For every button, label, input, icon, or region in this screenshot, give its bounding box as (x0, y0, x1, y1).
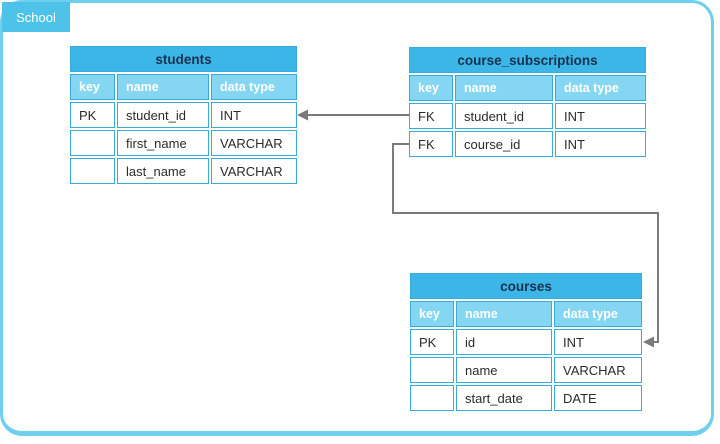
cell-name: first_name (117, 130, 209, 156)
cell-key (410, 385, 454, 411)
cell-datatype: INT (554, 329, 642, 355)
relation-line-subscriptions-courses (392, 143, 659, 343)
table-grid: key name data type PK id INT name VARCHA… (410, 301, 642, 411)
cell-key (70, 130, 115, 156)
cell-key: PK (410, 329, 454, 355)
table-title: course_subscriptions (409, 47, 646, 73)
table-title: courses (410, 273, 642, 299)
cell-name: start_date (456, 385, 552, 411)
cell-key (70, 158, 115, 184)
cell-key: FK (409, 131, 453, 157)
cell-name: student_id (455, 103, 553, 129)
database-name-label: School (16, 9, 56, 25)
column-header-key: key (410, 301, 454, 327)
cell-name: last_name (117, 158, 209, 184)
cell-name: name (456, 357, 552, 383)
column-header-name: name (117, 74, 209, 100)
cell-key: FK (409, 103, 453, 129)
cell-key: PK (70, 102, 115, 128)
cell-datatype: VARCHAR (211, 158, 297, 184)
database-name-tab[interactable]: School (2, 2, 70, 32)
table-courses[interactable]: courses key name data type PK id INT nam… (410, 273, 642, 411)
cell-datatype: INT (211, 102, 297, 128)
column-header-key: key (409, 75, 453, 101)
column-header-name: name (455, 75, 553, 101)
column-header-datatype: data type (211, 74, 297, 100)
arrowhead-into-courses (643, 336, 654, 348)
schema-frame (0, 0, 714, 436)
cell-name: course_id (455, 131, 553, 157)
cell-key (410, 357, 454, 383)
column-header-key: key (70, 74, 115, 100)
cell-datatype: VARCHAR (211, 130, 297, 156)
cell-datatype: INT (555, 131, 646, 157)
column-header-datatype: data type (554, 301, 642, 327)
cell-datatype: DATE (554, 385, 642, 411)
arrowhead-into-students (297, 109, 308, 121)
table-course-subscriptions[interactable]: course_subscriptions key name data type … (409, 47, 646, 157)
table-grid: key name data type PK student_id INT fir… (70, 74, 297, 184)
cell-datatype: INT (555, 103, 646, 129)
cell-name: student_id (117, 102, 209, 128)
column-header-datatype: data type (555, 75, 646, 101)
column-header-name: name (456, 301, 552, 327)
table-title: students (70, 46, 297, 72)
table-students[interactable]: students key name data type PK student_i… (70, 46, 297, 184)
cell-name: id (456, 329, 552, 355)
cell-datatype: VARCHAR (554, 357, 642, 383)
table-grid: key name data type FK student_id INT FK … (409, 75, 646, 157)
